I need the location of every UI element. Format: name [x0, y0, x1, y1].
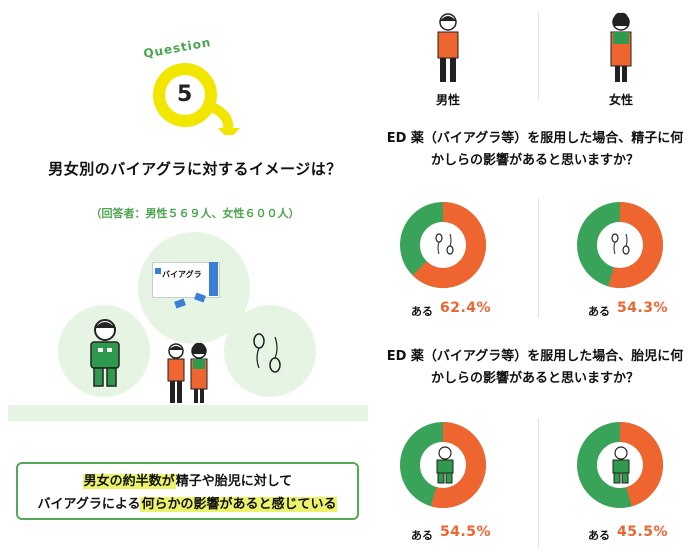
donut-q2-female — [577, 422, 663, 508]
summary-box: 男女の約半数が精子や胎児に対して バイアグラによる何らかの影響があると感じている — [16, 462, 359, 520]
question-2: ED 薬（バイアグラ等）を服用した場合、胎児に何かしらの影響があると思いますか？ — [386, 349, 684, 386]
donut-q1-male-arc — [400, 202, 486, 288]
fetus-icon-2 — [612, 446, 630, 484]
ground-band — [8, 405, 368, 421]
q2-male-percent: 54.5% — [440, 524, 492, 540]
donut-q1-female-arc — [577, 202, 663, 288]
respondents-note: （回答者：男性５６９人、女性６００人） — [90, 207, 300, 220]
q2-divider — [538, 418, 539, 548]
header-divider — [538, 12, 539, 100]
female-header-icon — [610, 12, 632, 82]
q2-female-percent: 45.5% — [617, 524, 669, 540]
summary-highlight-2: 何らかの影響があると感じている — [140, 497, 338, 512]
male-green-figure-icon — [90, 319, 120, 387]
blue-square-icon — [155, 268, 161, 274]
donut-q1-male — [400, 202, 486, 288]
summary-text-2: バイアグラによる — [37, 497, 141, 512]
summary-line-2: バイアグラによる何らかの影響があると感じている — [18, 493, 357, 516]
sperm-small-icon-1 — [435, 233, 454, 255]
q1-male-percent: 62.4% — [440, 300, 492, 316]
donut-q1-female — [577, 202, 663, 288]
summary-text-1: 精子や胎児に対して — [175, 474, 293, 489]
question-badge — [153, 63, 240, 135]
donut-q2-male — [400, 422, 486, 508]
q1-male-aru: ある — [411, 305, 433, 318]
illustration-sperm-circle — [224, 305, 316, 397]
pill-package — [152, 262, 220, 298]
q1-female-percent: 54.3% — [617, 300, 669, 316]
summary-highlight-1: 男女の約半数が — [82, 474, 176, 489]
survey-title: 男女別のバイアグラに対するイメージは？ — [48, 160, 342, 178]
pill-package-side — [209, 262, 218, 296]
sperm-small-icon-2 — [611, 233, 630, 255]
q1-female-aru: ある — [588, 305, 610, 318]
donut-q2-male-arc — [400, 422, 486, 508]
male-label: 男性 — [435, 93, 460, 107]
q2-male-aru: ある — [411, 529, 433, 542]
fetus-icon-1 — [436, 446, 454, 484]
summary-line-1: 男女の約半数が精子や胎児に対して — [18, 470, 357, 493]
q1-divider — [538, 198, 539, 318]
couple-figures-icon — [167, 342, 208, 403]
sperm-icon — [253, 333, 281, 373]
donut-q2-female-arc — [577, 422, 663, 508]
pill-package-label: バイアグラ — [162, 270, 202, 279]
question-number: 5 — [177, 82, 193, 107]
question-1: ED 薬（バイアグラ等）を服用した場合、精子に何かしらの影響があると思いますか？ — [386, 131, 684, 168]
male-header-icon — [437, 13, 459, 82]
female-label: 女性 — [608, 93, 633, 107]
q2-female-aru: ある — [588, 529, 610, 542]
